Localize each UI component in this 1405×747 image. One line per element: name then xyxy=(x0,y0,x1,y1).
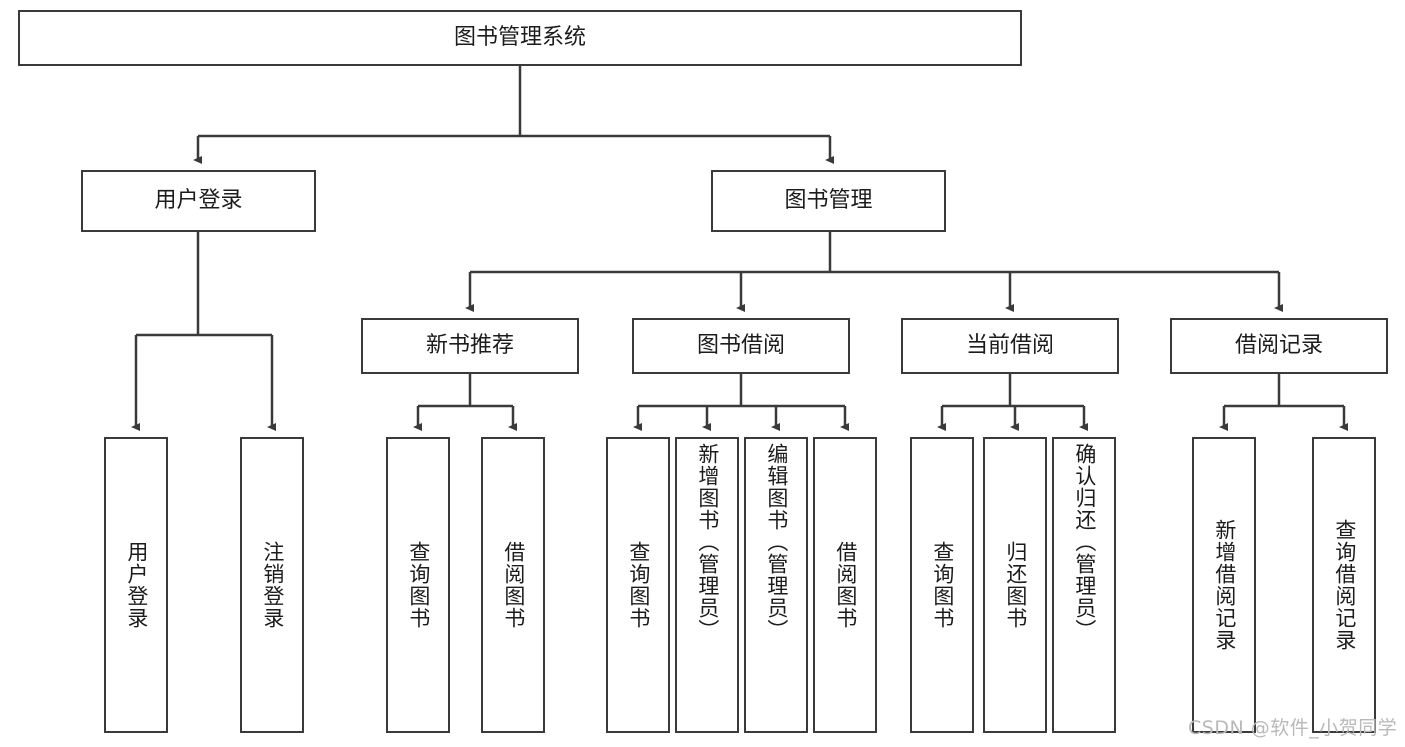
node-subbranch-new-book-recommend[interactable]: 新书推荐 xyxy=(361,318,579,374)
node-label: 用户登录 xyxy=(124,541,149,629)
node-subbranch-borrow-records[interactable]: 借阅记录 xyxy=(1170,318,1388,374)
node-leaf-query-book-current[interactable]: 查询图书 xyxy=(910,437,974,733)
node-leaf-add-book-admin[interactable]: 新增图书（管理员） xyxy=(675,437,739,733)
node-label: 借阅记录 xyxy=(1234,332,1323,358)
node-leaf-borrow-book[interactable]: 借阅图书 xyxy=(813,437,877,733)
node-leaf-add-borrow-record[interactable]: 新增借阅记录 xyxy=(1192,437,1256,733)
node-label: 归还图书 xyxy=(1003,541,1028,629)
node-label: 查询图书 xyxy=(626,541,651,629)
node-leaf-borrow-book-newbook[interactable]: 借阅图书 xyxy=(481,437,545,733)
node-subbranch-current-borrow[interactable]: 当前借阅 xyxy=(901,318,1119,374)
node-label: 新增图书（管理员） xyxy=(695,443,720,641)
node-branch-user-login[interactable]: 用户登录 xyxy=(81,170,316,232)
node-label: 用户登录 xyxy=(154,187,243,213)
node-label: 图书管理系统 xyxy=(453,24,586,50)
node-leaf-query-book-borrow[interactable]: 查询图书 xyxy=(606,437,670,733)
node-leaf-edit-book-admin[interactable]: 编辑图书（管理员） xyxy=(744,437,808,733)
node-leaf-user-login[interactable]: 用户登录 xyxy=(104,437,168,733)
node-label: 新书推荐 xyxy=(425,332,514,358)
node-label: 注销登录 xyxy=(260,541,285,629)
node-label: 查询图书 xyxy=(406,541,431,629)
node-label: 借阅图书 xyxy=(501,541,526,629)
node-label: 当前借阅 xyxy=(965,332,1054,358)
node-label: 编辑图书（管理员） xyxy=(764,443,789,641)
node-leaf-query-borrow-record[interactable]: 查询借阅记录 xyxy=(1312,437,1376,733)
node-leaf-query-book-newbook[interactable]: 查询图书 xyxy=(386,437,450,733)
node-label: 图书管理 xyxy=(784,187,873,213)
node-leaf-user-logout[interactable]: 注销登录 xyxy=(240,437,304,733)
node-leaf-return-book[interactable]: 归还图书 xyxy=(983,437,1047,733)
node-label: 确认归还（管理员） xyxy=(1072,443,1097,641)
node-label: 新增借阅记录 xyxy=(1212,519,1237,651)
node-branch-book-management[interactable]: 图书管理 xyxy=(711,170,946,232)
node-root-book-management-system[interactable]: 图书管理系统 xyxy=(18,10,1022,66)
csdn-watermark: CSDN @软件_小贺同学 xyxy=(1188,717,1398,739)
node-label: 借阅图书 xyxy=(833,541,858,629)
node-label: 图书借阅 xyxy=(696,332,785,358)
node-subbranch-book-borrow[interactable]: 图书借阅 xyxy=(632,318,850,374)
node-label: 查询借阅记录 xyxy=(1332,519,1357,651)
node-leaf-confirm-return-admin[interactable]: 确认归还（管理员） xyxy=(1052,437,1116,733)
node-label: 查询图书 xyxy=(930,541,955,629)
